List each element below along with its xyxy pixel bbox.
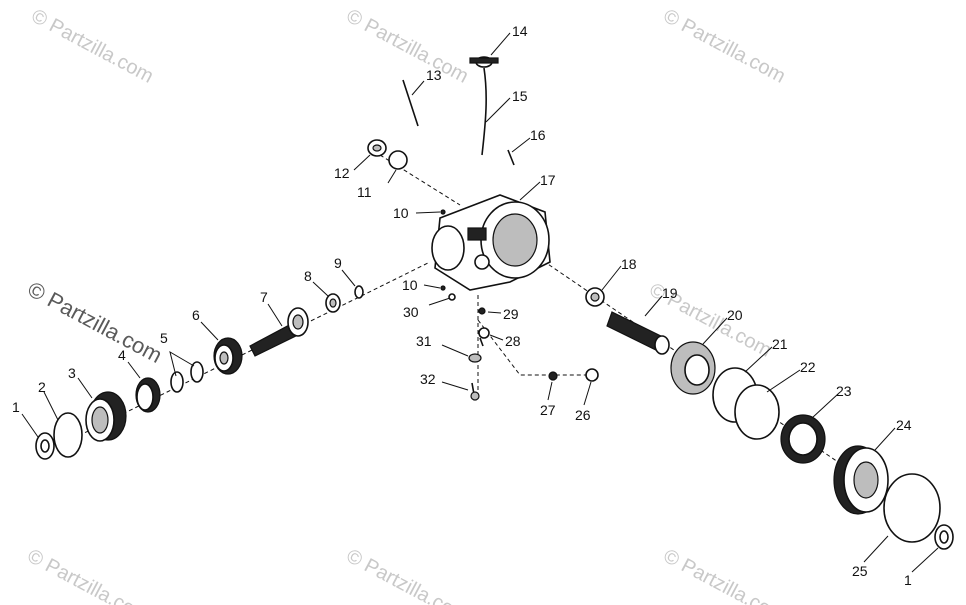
callout-32: 32 [420, 371, 436, 387]
part-3-cover [85, 391, 127, 442]
part-25-o-ring [883, 473, 941, 543]
part-17-gearcase-housing [431, 194, 551, 291]
watermark-bottom-right: © Partzilla.com [660, 545, 789, 605]
part-4-bearing [135, 377, 161, 413]
callout-11: 11 [357, 184, 372, 200]
callout-8: 8 [304, 268, 312, 284]
callout-1-right: 1 [904, 572, 912, 588]
callout-21: 21 [772, 336, 788, 352]
watermark-top-center: © Partzilla.com [343, 5, 472, 88]
part-18-seal [585, 287, 605, 307]
callout-23: 23 [836, 383, 852, 399]
callout-27: 27 [540, 402, 556, 418]
callout-9: 9 [334, 255, 342, 271]
callout-18: 18 [621, 256, 637, 272]
callout-14: 14 [512, 23, 528, 39]
part-32-bolt [470, 382, 480, 401]
part-6-bearing [213, 337, 243, 375]
part-14-clamp [469, 56, 499, 68]
callout-30: 30 [403, 304, 419, 320]
callout-31: 31 [416, 333, 432, 349]
part-20-ring-gear [670, 341, 716, 395]
part-19-output-shaft [606, 311, 670, 355]
callout-13: 13 [426, 67, 442, 83]
part-22-o-ring [734, 384, 780, 440]
callout-20: 20 [727, 307, 743, 323]
watermark-left-bold: © Partzilla.com [24, 276, 167, 368]
callout-10-bottom: 10 [402, 277, 418, 293]
callout-4: 4 [118, 347, 126, 363]
watermark-top-left: © Partzilla.com [28, 5, 157, 88]
callout-24: 24 [896, 417, 912, 433]
callout-29: 29 [503, 306, 519, 322]
callout-12: 12 [334, 165, 350, 181]
part-5-o-ring-b [190, 361, 204, 383]
callout-labels: 1 2 3 4 5 6 7 8 9 10 10 11 12 13 14 15 1… [12, 23, 912, 588]
part-8-bushing [325, 293, 341, 313]
watermark-bottom-left: © Partzilla.com [24, 545, 153, 605]
part-5-o-ring-a [170, 371, 184, 393]
part-10-fitting-a [440, 209, 446, 215]
callout-16: 16 [530, 127, 546, 143]
callout-2: 2 [38, 379, 46, 395]
part-13-pin [402, 79, 419, 127]
leader-lines [21, 32, 939, 573]
callout-28: 28 [505, 333, 521, 349]
part-1-right-washer [934, 524, 954, 550]
part-26-screw [585, 368, 599, 382]
callout-1-left: 1 [12, 399, 20, 415]
watermark-bottom-center: © Partzilla.com [343, 545, 472, 605]
callout-7: 7 [260, 289, 268, 305]
part-28-bolt [478, 327, 490, 347]
callout-3: 3 [68, 365, 76, 381]
part-1-left-washer [35, 432, 55, 460]
part-15-vent-hose [481, 67, 487, 156]
part-2-o-ring [53, 412, 83, 458]
callout-17: 17 [540, 172, 556, 188]
part-11-o-ring [388, 150, 408, 170]
part-7-pinion-shaft [249, 307, 309, 357]
part-27-nut [548, 371, 558, 381]
callout-25: 25 [852, 563, 868, 579]
callout-5: 5 [160, 330, 168, 346]
part-16-fitting [507, 149, 515, 166]
callout-15: 15 [512, 88, 528, 104]
callout-26: 26 [575, 407, 591, 423]
part-10-fitting-b [440, 285, 446, 291]
callout-22: 22 [800, 359, 816, 375]
part-29-plug [478, 307, 486, 315]
part-30-pin [448, 293, 456, 301]
part-12-seal [367, 139, 387, 157]
part-23-bearing [780, 414, 826, 464]
callout-6: 6 [192, 307, 200, 323]
part-31-washer [468, 353, 482, 363]
callout-10-top: 10 [393, 205, 409, 221]
part-24-cover [833, 445, 889, 515]
watermark-top-right: © Partzilla.com [660, 5, 789, 88]
part-9-o-ring [354, 285, 364, 299]
callout-19: 19 [662, 285, 678, 301]
